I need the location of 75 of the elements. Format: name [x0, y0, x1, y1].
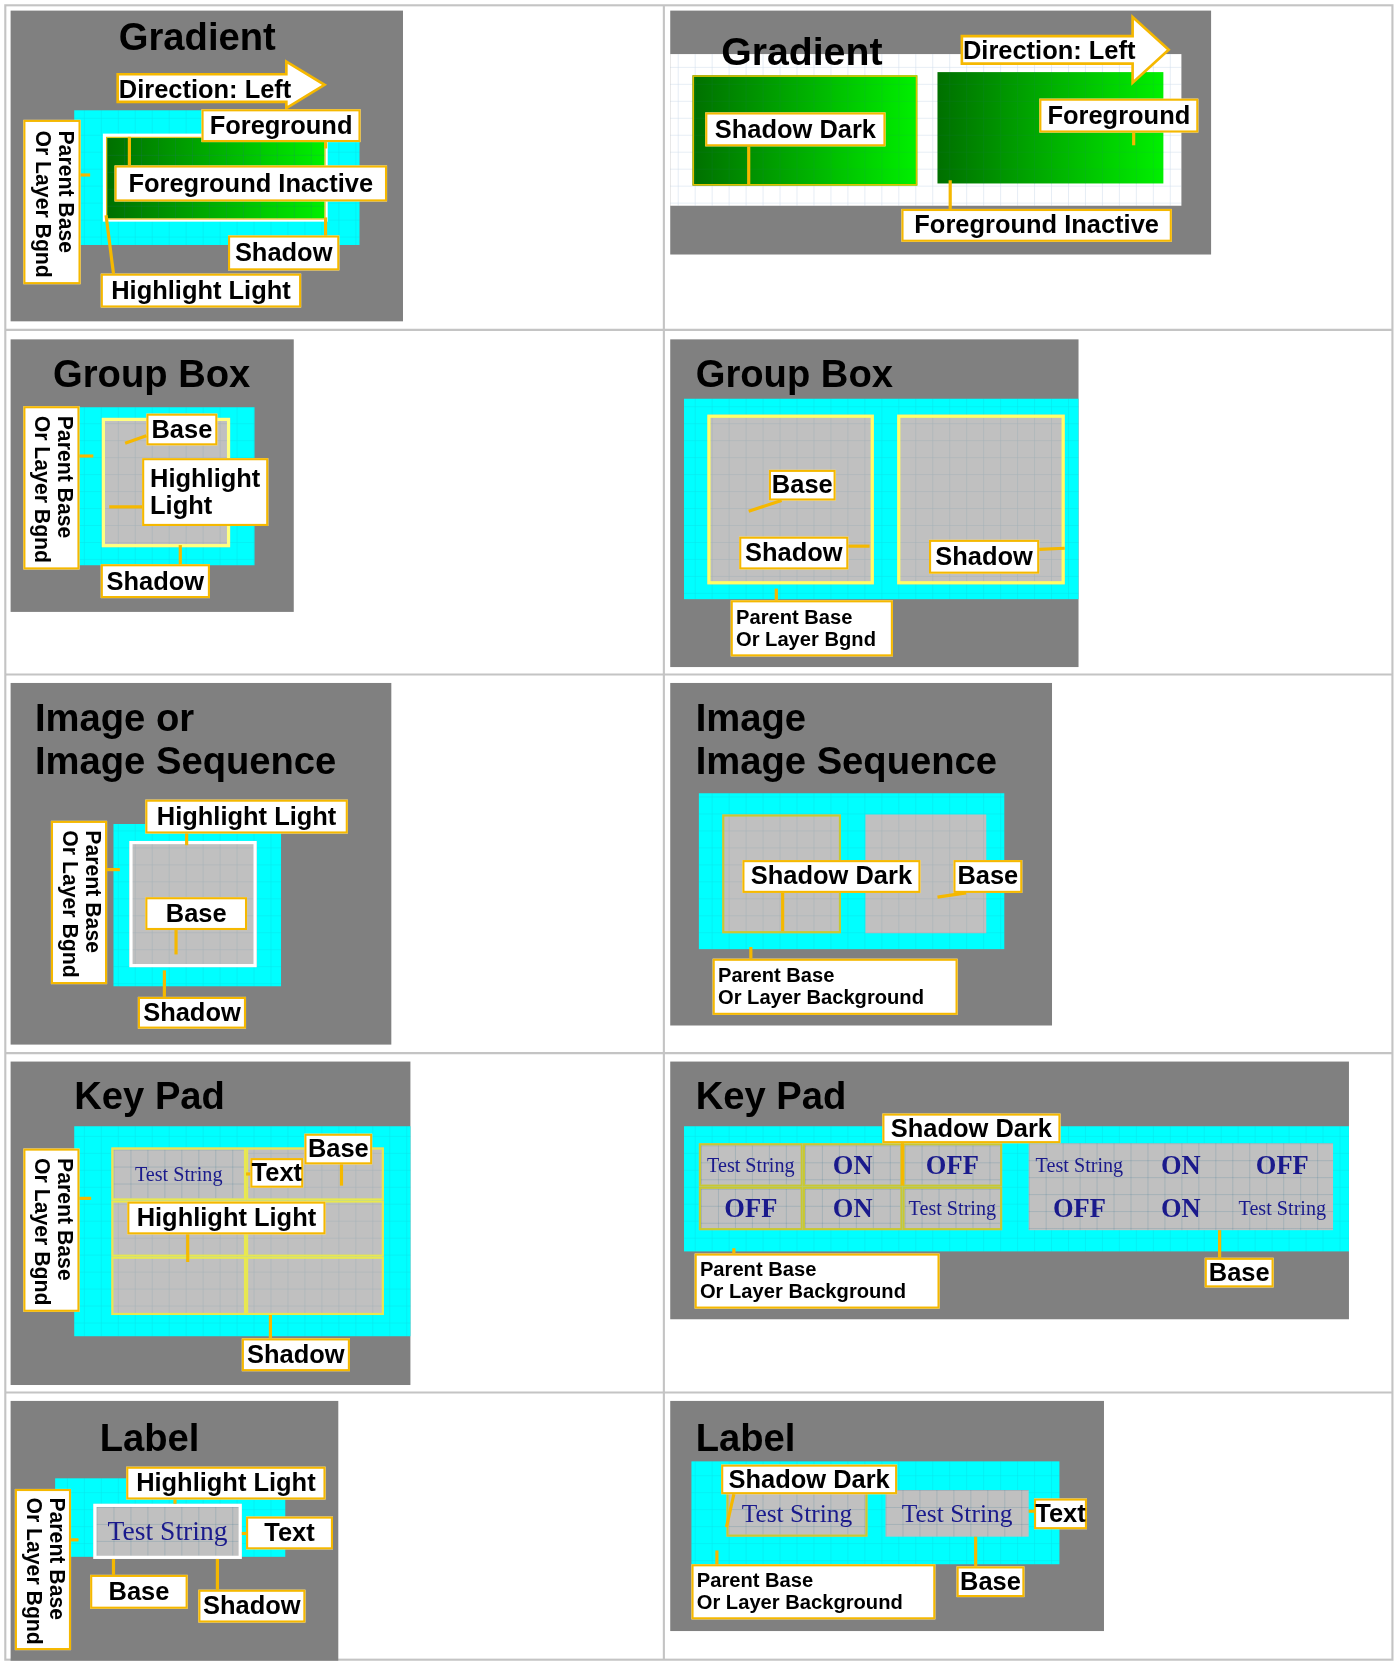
keypad-key: Test String	[111, 1147, 247, 1201]
panel-title: Label	[695, 1415, 796, 1460]
callout-label: Parent Base Or Layer Bgnd	[50, 820, 108, 985]
panel-title: Key Pad	[74, 1074, 225, 1119]
callout-label: Parent Base Or Layer Background	[691, 1564, 936, 1620]
callout-label: Shadow	[100, 564, 210, 599]
keypad-key: ON	[802, 1186, 903, 1231]
key-text: ON	[1160, 1151, 1201, 1179]
keypad-panel	[1028, 1143, 1334, 1231]
panel-title: Image Image Sequence	[695, 695, 997, 784]
widget-panel	[670, 1061, 1349, 1320]
callout-label: Highlight Light	[142, 458, 269, 526]
keypad-key: OFF	[698, 1186, 803, 1231]
callout-label: Parent Base Or Layer Bgnd	[23, 119, 81, 285]
key-text: Test String	[1238, 1198, 1327, 1219]
widget-panel	[10, 1061, 411, 1385]
key-text: Test String	[1035, 1154, 1124, 1176]
key-text: OFF	[1052, 1195, 1106, 1222]
callout-label: Foreground Inactive	[114, 165, 388, 202]
callout-label: Shadow	[241, 1338, 350, 1372]
callout-label: Highlight Light	[127, 1201, 326, 1235]
callout-label: Shadow	[739, 536, 849, 570]
widget-panel	[670, 10, 1212, 255]
callout-label: Parent Base Or Layer Bgnd	[23, 406, 80, 570]
callout-label: Shadow Dark	[705, 112, 886, 147]
callout-label: Shadow	[228, 235, 340, 271]
callout-label: Highlight Light	[100, 273, 302, 308]
panel-title: Group Box	[695, 352, 893, 396]
callout-label: Foreground	[1039, 98, 1199, 133]
widget-panel	[670, 682, 1052, 1026]
callout-label: Base	[304, 1133, 373, 1165]
key-text: OFF	[1255, 1151, 1309, 1179]
keypad-key: Test String	[902, 1186, 1003, 1231]
keypad-key: ON	[802, 1143, 903, 1187]
widget-panel	[10, 339, 294, 612]
callout-label: Shadow Dark	[742, 860, 921, 893]
keypad-key: OFF	[902, 1143, 1003, 1187]
callout-label: Base	[90, 1574, 188, 1609]
callout-label: Shadow Dark	[882, 1113, 1061, 1144]
keypad-key: Test String	[698, 1143, 803, 1187]
callout-label: Shadow Dark	[721, 1464, 898, 1495]
callout-label: Parent Base Or Layer Bgnd	[14, 1488, 72, 1651]
callout-label: Parent Base Or Layer Background	[712, 958, 958, 1015]
arrow-callout: Direction: Left	[960, 15, 1170, 84]
key-text: ON	[1160, 1195, 1201, 1222]
callout-label: Parent Base Or Layer Bgnd	[23, 1148, 80, 1312]
panel-title: Gradient	[118, 18, 276, 57]
callout-label: Shadow	[198, 1589, 306, 1623]
callout-label: Text	[246, 1516, 333, 1550]
widget-panel	[10, 682, 392, 1045]
callout-label: Base	[146, 413, 218, 446]
panel-title: Key Pad	[695, 1074, 847, 1119]
panel-title: Label	[99, 1415, 200, 1460]
callout-label: Shadow	[929, 539, 1040, 574]
callout-label: Base	[956, 1566, 1025, 1598]
callout-label: Parent Base Or Layer Bgnd	[730, 600, 893, 657]
callout-label: Shadow	[137, 996, 247, 1029]
widget-panel	[670, 339, 1079, 668]
callout-label: Base	[768, 469, 836, 501]
callout-label: Highlight Light	[145, 799, 348, 834]
widget-panel	[10, 1400, 339, 1661]
panel-title: Image or Image Sequence	[35, 695, 337, 784]
callout-label: Highlight Light	[126, 1466, 326, 1500]
arrow-callout: Direction: Left	[116, 60, 326, 110]
widget-panel	[670, 1400, 1104, 1632]
callout-label: Foreground	[201, 109, 361, 143]
callout-label: Base	[1204, 1257, 1274, 1288]
label-widget: Test String	[885, 1490, 1029, 1537]
callout-label: Base	[953, 860, 1023, 893]
label-widget: Test String	[93, 1503, 242, 1559]
callout-label: Foreground Inactive	[901, 208, 1172, 242]
callout-label: Base	[145, 897, 248, 931]
callout-label: Parent Base Or Layer Background	[694, 1253, 940, 1309]
widget-panel	[10, 10, 403, 322]
panel-title: Group Box	[53, 352, 251, 396]
